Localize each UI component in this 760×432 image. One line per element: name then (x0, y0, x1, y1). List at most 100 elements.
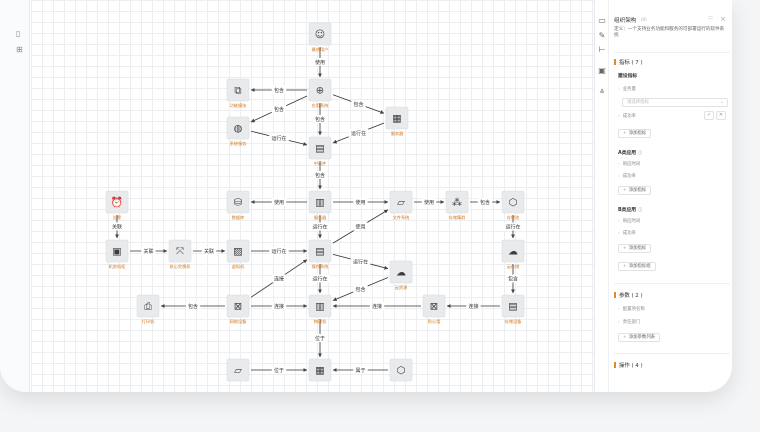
divider (614, 353, 730, 354)
node-phy[interactable]: ▥物理机 (308, 294, 332, 325)
minimize-icon[interactable]: ▭ (708, 15, 713, 21)
edge-os-cloud[interactable]: 运行在 (332, 253, 389, 270)
edge-os-fs[interactable]: 使用 (332, 209, 389, 244)
edge-phy-dc[interactable]: 位于 (312, 319, 328, 358)
edge-alarm-rack[interactable]: 关联 (109, 215, 125, 239)
edge-cloud-phy[interactable]: 包含 (332, 277, 389, 301)
edge-label-bg (109, 222, 125, 231)
edge-net-phy[interactable]: 连接 (251, 302, 308, 310)
edge-user-app[interactable]: 使用 (312, 47, 328, 78)
edge-app-func[interactable]: 包含 (250, 86, 307, 94)
edge-os-phy[interactable]: 运行在 (310, 264, 330, 294)
node-mw[interactable]: ▤中间件 (308, 136, 332, 167)
node-hexa[interactable]: ⬡存储池 (501, 190, 525, 221)
edge-sw-vm[interactable]: 关联 (193, 247, 226, 255)
node-svc[interactable]: ◍系统服务 (226, 116, 250, 147)
attribute-row[interactable]: ›责任部门 (618, 320, 641, 325)
metric-row[interactable]: ›业务量 (618, 87, 636, 92)
edge-fs-nodes3[interactable]: 使用 (414, 198, 445, 206)
edge-app-mw[interactable]: 包含 (312, 103, 328, 136)
panel-icon[interactable]: ▯ (16, 29, 21, 38)
operations-header[interactable]: 操作 ( 4 ) (614, 361, 643, 369)
edge-app-svc[interactable]: 包含 (250, 95, 308, 123)
node-cloud[interactable]: ☁云资源 (389, 260, 413, 291)
edge-app-hw[interactable]: 包含 (332, 94, 385, 114)
metric-row-label: 成功率 (622, 114, 636, 119)
edge-label: 位于 (274, 367, 284, 374)
edge-cloud2-storage[interactable]: 包含 (505, 264, 521, 294)
node-label: 防火墙 (428, 318, 441, 325)
node-dc[interactable]: ▦ (308, 358, 332, 382)
node-os[interactable]: ▤操作系统 (308, 239, 332, 270)
node-sw[interactable]: ⤧核心交换机 (168, 239, 191, 270)
node-label: 打印机 (142, 318, 155, 325)
node-func[interactable]: ⧉功能模块 (226, 78, 250, 109)
metric-row[interactable]: ›响应时间 (618, 162, 641, 167)
edge-label: 使用 (274, 199, 284, 206)
node-fw[interactable]: ⊠防火墙 (422, 294, 446, 325)
metric-row[interactable]: ›成功率 (618, 231, 636, 236)
edge-label-bg (269, 134, 289, 142)
node-cloud2[interactable]: ☁云存储 (501, 239, 525, 270)
edge-hex2-dc[interactable]: 属于 (332, 366, 388, 374)
edge-net-printer[interactable]: 包含 (160, 302, 225, 310)
edge-host-fs[interactable]: 使用 (333, 198, 389, 206)
edge-rack-sw[interactable]: 关联 (130, 247, 168, 255)
add-metric-a-button[interactable]: +添加指标 (618, 186, 652, 195)
edge-label-bg (312, 115, 328, 123)
edit-icon[interactable]: ✎ (598, 31, 606, 40)
tree-icon[interactable]: ⊢ (598, 45, 606, 54)
template-icon[interactable]: ▭ (598, 16, 606, 25)
confirm-icon[interactable]: ✓ (704, 111, 714, 120)
add-attribute-button[interactable]: +添加参数列表 (618, 333, 661, 342)
node-rack[interactable]: ▣机房机柜 (105, 239, 129, 270)
attributes-header[interactable]: 参数 ( 2 ) (614, 291, 643, 299)
edge-svc-mw[interactable]: 运行在 (250, 130, 308, 146)
metric-row-label: 成功率 (622, 231, 636, 236)
node-app[interactable]: ⊕应用系统 (308, 78, 332, 109)
metric-select[interactable]: 请选择指标⌄ (622, 98, 728, 107)
node-box (136, 294, 160, 318)
node-fs[interactable]: ▱文件系统 (389, 190, 413, 221)
metrics-header[interactable]: 指标 ( 7 ) (614, 58, 643, 66)
node-vm[interactable]: ▨虚拟机 (226, 239, 250, 270)
edge-hw-mw[interactable]: 运行在 (332, 122, 385, 144)
add-metric-b-label: 添加指标 (628, 246, 647, 251)
edge-folder2-dc[interactable]: 位于 (251, 366, 308, 374)
node-printer[interactable]: ⎙打印机 (136, 294, 160, 325)
diagram-canvas[interactable]: 使用包含包含包含包含运行在运行在包含使用使用使用包含运行在运行在包含关联关联关联… (31, 0, 594, 392)
cancel-icon[interactable]: ✕ (716, 111, 726, 120)
add-metric-b-button[interactable]: +添加指标 (618, 244, 652, 253)
node-hw[interactable]: ▦服务器 (385, 106, 409, 137)
grid-icon[interactable]: ⊞ (16, 45, 23, 54)
edge-storage-fw[interactable]: 连接 (446, 302, 500, 310)
metric-row[interactable]: ›成功率 (618, 174, 636, 179)
attribute-row[interactable]: ›配置项名称 (618, 307, 645, 312)
node-net[interactable]: ⊠网络设备 (226, 294, 250, 325)
edge-mw-host[interactable]: 包含 (312, 161, 328, 190)
add-metric-button[interactable]: +添加指标 (618, 129, 652, 138)
edge-label-bg (185, 302, 201, 310)
image-icon[interactable]: ▣ (598, 66, 606, 75)
edge-host-db[interactable]: 使用 (250, 198, 307, 206)
network-icon[interactable]: ⩓ (599, 86, 605, 95)
node-nodes3[interactable]: ⁂存储集群 (445, 190, 469, 221)
node-folder2[interactable]: ▱ (226, 358, 250, 382)
node-storage[interactable]: ▤存储设备 (501, 294, 525, 325)
node-hex2[interactable]: ⬡ (389, 358, 413, 382)
node-host[interactable]: ▥服务器 (308, 190, 332, 221)
node-alarm[interactable]: ⏰告警 (105, 190, 129, 221)
edge-nodes3-hexa[interactable]: 包含 (470, 198, 501, 206)
edge-vm-os[interactable]: 运行在 (251, 247, 308, 255)
edge-hexa-cloud2[interactable]: 运行在 (503, 215, 523, 239)
metric-row[interactable]: ›成功率 (618, 114, 636, 119)
edge-net-os[interactable]: 连接 (250, 259, 308, 298)
edge-host-os[interactable]: 运行在 (310, 215, 330, 239)
add-metric-group-button[interactable]: +添加指标组 (618, 262, 656, 271)
node-db[interactable]: ⛁数据库 (226, 190, 250, 221)
node-user[interactable]: ☺最终用户 (308, 22, 332, 53)
edge-fw-phy[interactable]: 连接 (332, 302, 421, 310)
metric-row[interactable]: ›响应时间 (618, 219, 641, 224)
close-icon[interactable]: × (720, 15, 726, 23)
